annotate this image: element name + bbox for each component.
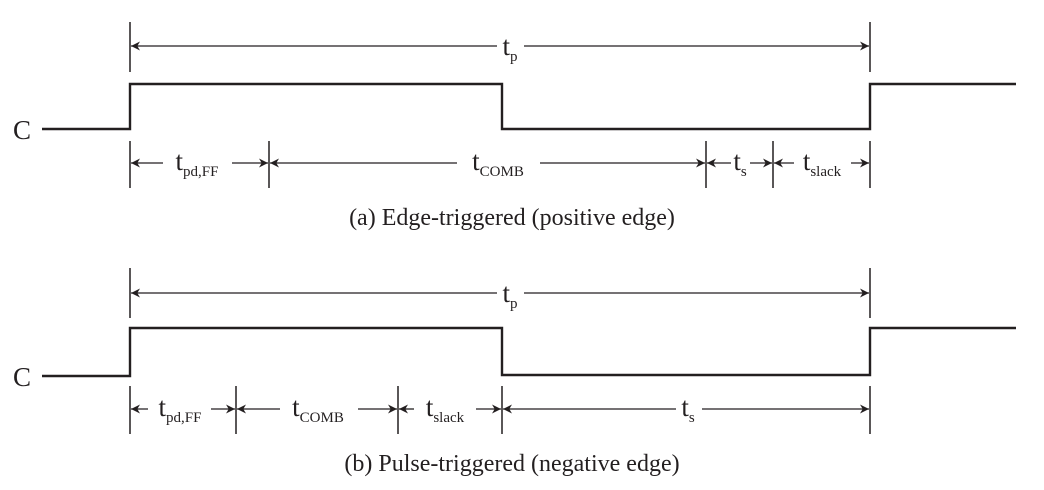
segment-label-tslack: tslack xyxy=(426,392,465,426)
panel-a: tp C tpd,FF tCOMB ts tslack (a) Edge-tri… xyxy=(13,22,1016,231)
caption-a: (a) Edge-triggered (positive edge) xyxy=(349,205,675,231)
clock-waveform xyxy=(42,326,1016,378)
segment-label-ts: ts xyxy=(681,392,695,426)
segment-label-tpd-ff: tpd,FF xyxy=(176,146,219,180)
period-label: tp xyxy=(502,278,517,312)
segment-label-tpd-ff: tpd,FF xyxy=(159,392,202,426)
segment-label-tcomb: tCOMB xyxy=(472,146,524,180)
segment-label-tcomb: tCOMB xyxy=(292,392,344,426)
signal-label: C xyxy=(13,362,31,392)
clock-waveform xyxy=(42,82,1016,131)
period-label: tp xyxy=(502,31,517,65)
signal-label: C xyxy=(13,115,31,145)
segment-label-ts: ts xyxy=(733,146,747,180)
caption-b: (b) Pulse-triggered (negative edge) xyxy=(344,451,679,477)
segment-label-tslack: tslack xyxy=(803,146,842,180)
panel-b: tp C tpd,FF tCOMB tslack ts (b) Pulse-tr… xyxy=(13,268,1016,477)
